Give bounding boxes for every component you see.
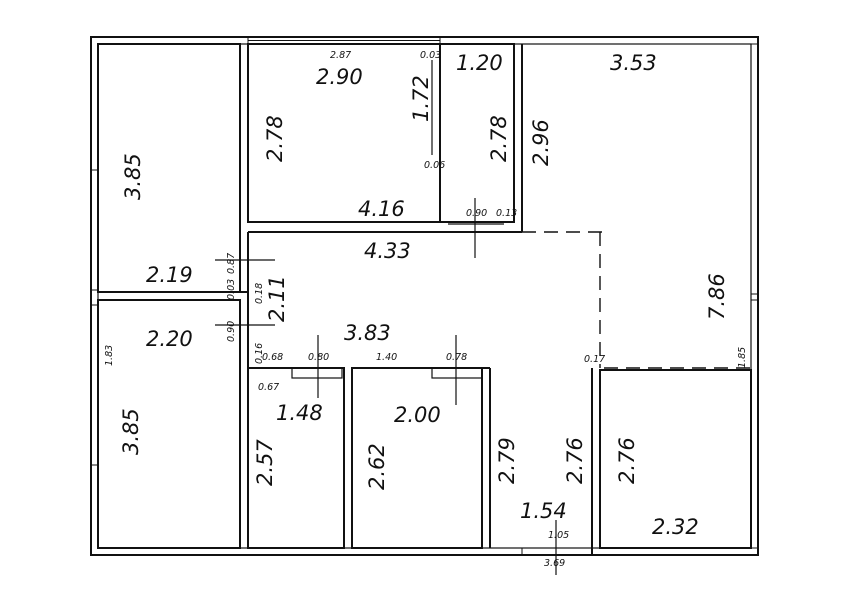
dim-entrance-total: 3.69 [544,558,565,569]
dim-kitchen-partition: 1.72 [409,75,433,122]
dim-kitchen-right-height: 2.78 [487,115,511,162]
dim-kitchen-partition-gap: 0.03 [420,50,441,61]
dim-kitchen-top-small: 2.87 [330,50,351,61]
dim-door-left-top: 0.87 [226,253,237,274]
dim-door-kitchen-offset: 0.13 [496,208,517,219]
dim-kitchen-width: 2.90 [316,65,363,89]
dim-big-room-height: 2.96 [529,119,553,166]
hall [98,223,522,368]
bathroom-a [247,367,345,549]
dim-left-room-top-height: 3.85 [121,153,145,200]
dim-corridor-width: 1.54 [520,499,567,523]
dimension-ticks [215,198,557,575]
dim-bottom-right-height: 2.76 [615,437,639,484]
dim-bath-a-door-left: 0.68 [262,352,283,363]
dimension-labels: 2.87 2.90 0.03 1.20 1.72 0.06 2.78 2.78 … [104,50,748,569]
dim-kitchen-bottom: 4.16 [358,197,405,221]
dim-hall-width: 3.83 [344,321,391,345]
dim-bath-a-gap: 0.67 [258,382,279,393]
dim-bath-b-width: 2.00 [394,403,441,427]
dim-wall-gap-a: 0.03 [226,279,237,300]
dim-big-room-width: 3.53 [610,51,657,75]
dim-left-room-top-width: 2.19 [146,263,193,287]
dim-corridor-left-height: 2.79 [495,437,519,484]
dim-bath-a-height: 2.57 [253,439,277,486]
left-top-room [97,43,241,293]
dim-right-window: 1.85 [737,347,748,368]
dim-bath-a-width: 1.48 [276,401,323,425]
dim-wall-gap-b: 0.18 [254,283,265,304]
dim-entrance-door: 1.05 [548,530,569,541]
bathroom-b [351,367,483,549]
dim-bath-a-door: 0.80 [308,352,329,363]
dim-wall-gap-c: 0.16 [254,343,265,364]
dim-hall-top: 4.33 [364,239,411,263]
dim-kitchen-left-height: 2.78 [263,115,287,162]
dim-kitchen-partition-end: 0.06 [424,160,445,171]
dim-hall-height: 2.11 [265,275,289,322]
dim-big-room-full-height: 7.86 [705,273,729,320]
corridor [482,367,593,555]
dim-bath-b-height: 2.62 [365,443,389,490]
dim-door-left-bottom: 0.90 [226,321,237,342]
dim-bottom-right-width: 2.32 [652,515,699,539]
windows [90,36,759,556]
dim-door-kitchen: 0.90 [466,208,487,219]
dim-bath-b-gap: 1.40 [376,352,397,363]
dim-left-window: 1.83 [104,345,115,366]
dim-bath-b-door: 0.78 [446,352,467,363]
dashed-partitions [522,231,751,369]
dim-left-room-bottom-width: 2.20 [146,327,193,351]
dim-bottom-room-right-top: 0.17 [584,354,605,365]
dim-corridor-right-height: 2.76 [563,437,587,484]
dim-kitchen-right-width: 1.20 [456,51,503,75]
dim-left-room-bottom-height: 3.85 [119,408,143,455]
